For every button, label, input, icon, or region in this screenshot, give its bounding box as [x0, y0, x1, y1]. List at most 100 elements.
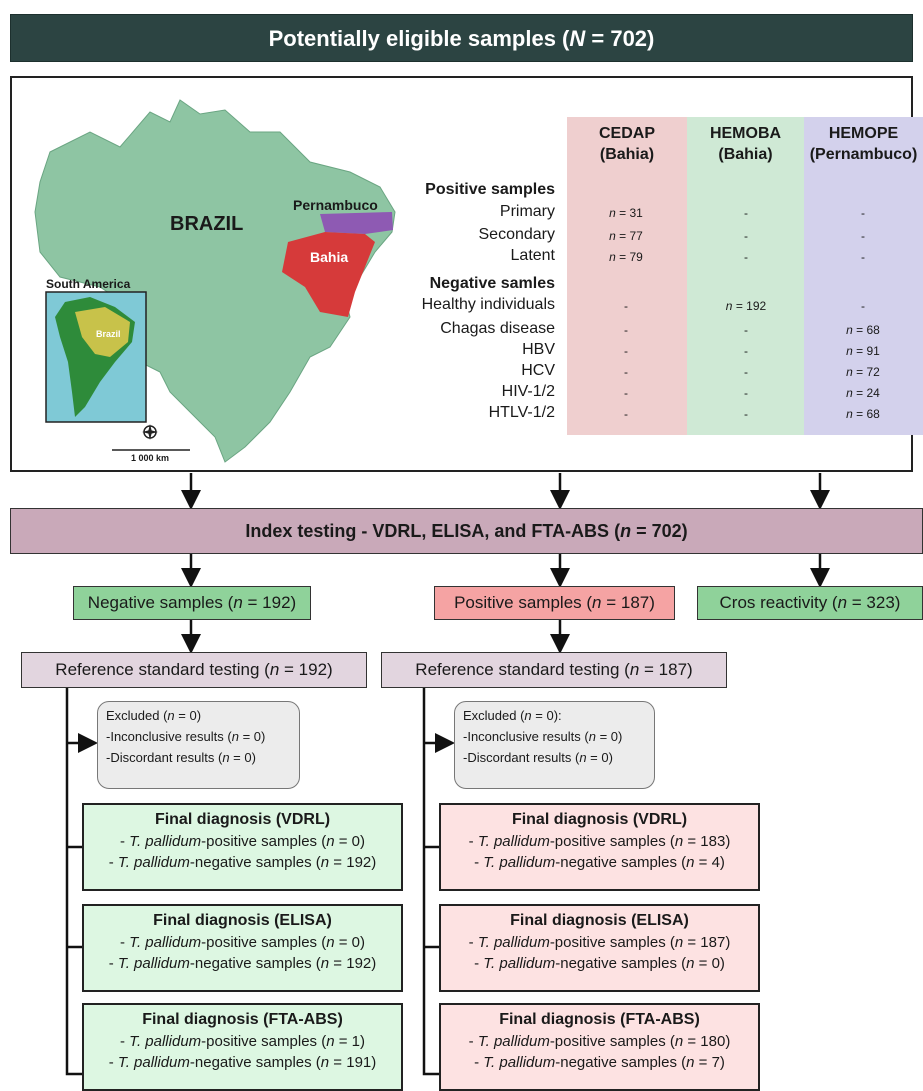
brazil-map: BRAZIL Pernambuco Bahia South America Br… [34, 99, 396, 463]
scale-label: 1 000 km [131, 453, 169, 463]
positive-result-line: - T. pallidum-positive samples (n = 183) [468, 833, 731, 850]
table-cell: - [744, 206, 748, 220]
positive-result-line: - T. pallidum-positive samples (n = 0) [120, 934, 365, 951]
row-label: HTLV-1/2 [488, 404, 555, 421]
bahia-region [282, 232, 375, 317]
country-label: BRAZIL [170, 213, 243, 235]
left-spine [65, 688, 82, 1076]
table-cell: n = 192 [725, 299, 767, 313]
discordant-line: -Discordant results (n = 0) [106, 750, 256, 765]
reference-text: Reference standard testing ( [415, 660, 630, 679]
positive-result-line: - T. pallidum-positive samples (n = 187) [468, 934, 731, 951]
table-cell: n = 24 [846, 386, 880, 400]
final-diagnosis-title: Final diagnosis (FTA-ABS) [499, 1011, 700, 1028]
table-cell: - [744, 365, 748, 379]
bahia-label: Bahia [310, 249, 348, 265]
row-label: HIV-1/2 [501, 383, 555, 400]
index-count: = 702) [631, 521, 688, 541]
column-bg-cedap [567, 117, 687, 435]
row-label: HCV [521, 362, 555, 379]
negative-result-line: - T. pallidum-negative samples (n = 7) [474, 1054, 725, 1071]
pernambuco-region [320, 212, 393, 234]
right-spine [422, 688, 439, 1076]
title-count: = 702) [585, 26, 655, 51]
table-cell: n = 68 [846, 323, 880, 337]
column-name: HEMOBA [709, 125, 782, 142]
table-cell: - [861, 250, 865, 264]
column-header-cedap: CEDAP (Bahia) [567, 123, 687, 165]
title-text: Potentially eligible samples ( [268, 26, 570, 51]
table-cell: - [744, 323, 748, 337]
pernambuco-label: Pernambuco [293, 197, 378, 213]
title-n: N [569, 26, 586, 51]
table-cell: - [624, 365, 628, 379]
row-label: Primary [499, 203, 555, 220]
table-cell: n = 91 [846, 344, 880, 358]
group-text: Negative samples ( [87, 593, 234, 612]
negative-section-label: Negative samles [429, 275, 555, 292]
brazil-inset-shape [75, 307, 130, 357]
group-n: n [592, 593, 602, 612]
table-cell: - [744, 250, 748, 264]
column-name: HEMOPE [828, 125, 899, 142]
reference-text: Reference standard testing ( [55, 660, 270, 679]
compass-icon [142, 424, 158, 440]
table-cell: n = 68 [846, 407, 880, 421]
positive-result-line: - T. pallidum-positive samples (n = 0) [120, 833, 365, 850]
group-text: Positive samples ( [454, 593, 593, 612]
table-cell: - [624, 299, 628, 313]
row-label: Healthy individuals [421, 296, 555, 313]
title-bar: Potentially eligible samples (N = 702) [10, 14, 913, 62]
column-sub: (Bahia) [718, 146, 773, 163]
negative-result-line: - T. pallidum-negative samples (n = 192) [108, 955, 377, 972]
negative-result-line: - T. pallidum-negative samples (n = 191) [108, 1054, 377, 1071]
table-cell: - [861, 299, 865, 313]
final-diagnosis-box: Final diagnosis (ELISA)- T. pallidum-pos… [439, 904, 760, 992]
row-label: HBV [522, 341, 555, 358]
reference-testing-right: Reference standard testing (n = 187) [381, 652, 727, 688]
final-diagnosis-box: Final diagnosis (VDRL) - T. pallidum-posi… [439, 803, 760, 891]
row-label: Chagas disease [440, 320, 555, 337]
final-diagnosis-title: Final diagnosis (VDRL) [511, 811, 688, 828]
table-cell: - [624, 407, 628, 421]
table-cell: - [624, 344, 628, 358]
table-cell: - [744, 386, 748, 400]
table-cell: - [744, 229, 748, 243]
reference-count: = 187) [639, 660, 693, 679]
inset-title: South America [46, 277, 131, 291]
excluded-line: Excluded (n = 0): [463, 708, 562, 723]
final-diagnosis-box: Final diagnosis (FTA-ABS) - T. pallidum-p… [82, 1003, 403, 1091]
column-header-hemope: HEMOPE (Pernambuco) [804, 123, 923, 165]
positive-samples-box: Positive samples (n = 187) [434, 586, 675, 620]
group-n: n [233, 593, 243, 612]
excluded-line: Excluded (n = 0) [106, 708, 202, 723]
cross-reactivity-box: Cros reactivity (n = 323) [697, 586, 923, 620]
group-count: = 323) [847, 593, 901, 612]
table-cell: - [744, 407, 748, 421]
reference-n: n [629, 660, 640, 679]
table-cell: - [861, 206, 865, 220]
table-cell: - [861, 229, 865, 243]
group-count: = 192) [242, 593, 297, 612]
column-bg-hemoba [687, 117, 804, 435]
excluded-box-right: Excluded (n = 0): -Inconclusive results … [454, 701, 655, 789]
final-diagnosis-box: Final diagnosis (FTA-ABS)- T. pallidum-p… [439, 1003, 760, 1091]
final-diagnosis-title: Final diagnosis (VDRL) [154, 811, 331, 828]
table-cell: n = 72 [846, 365, 880, 379]
group-n: n [837, 593, 848, 612]
index-testing-text: Index testing - VDRL, ELISA, and FTA-ABS… [245, 521, 621, 541]
inconclusive-line: -Inconclusive results (n = 0) [463, 729, 623, 744]
negative-result-line: - T. pallidum-negative samples (n = 0) [474, 955, 725, 972]
positive-result-line: - T. pallidum-positive samples (n = 1) [120, 1033, 365, 1050]
table-cell: - [624, 386, 628, 400]
table-cell: - [744, 344, 748, 358]
negative-result-line: - T. pallidum-negative samples (n = 192) [108, 854, 377, 871]
final-diagnosis-title: Final diagnosis (ELISA) [153, 912, 332, 929]
row-label: Secondary [478, 226, 556, 243]
final-diagnosis-title: Final diagnosis (FTA-ABS) [142, 1011, 343, 1028]
column-bg-hemope [804, 117, 923, 435]
column-sub: (Pernambuco) [809, 146, 918, 163]
positive-section-label: Positive samples [425, 181, 555, 198]
discordant-line: -Discordant results (n = 0) [463, 750, 613, 765]
